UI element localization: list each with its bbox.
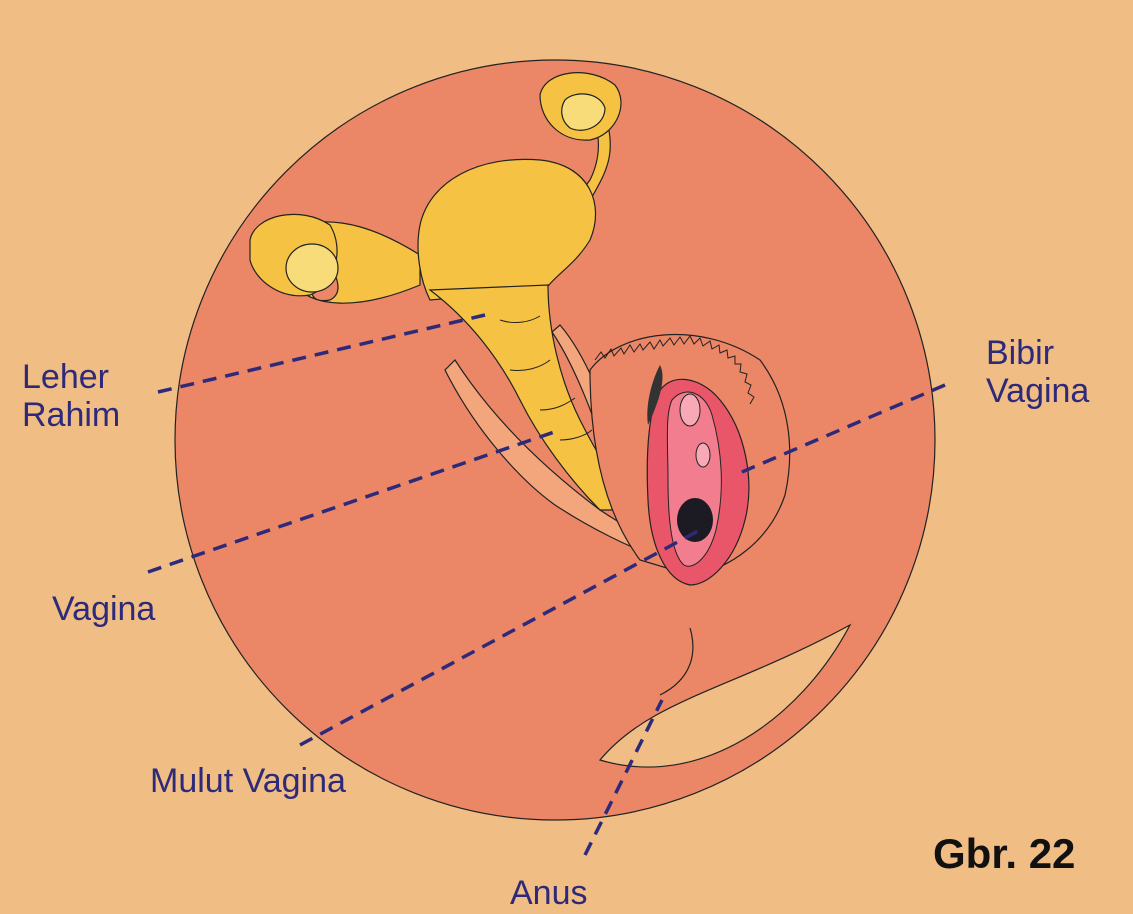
- label-bibir-vagina: Bibir Vagina: [986, 334, 1089, 410]
- label-mulut-vagina: Mulut Vagina: [150, 762, 346, 800]
- label-bibir-vagina-line1: Bibir: [986, 334, 1089, 372]
- figure-title: Gbr. 22: [933, 830, 1075, 878]
- label-leher-rahim-line2: Rahim: [22, 396, 120, 434]
- label-leher-rahim-line1: Leher: [22, 358, 120, 396]
- urethral-opening: [696, 443, 710, 467]
- left-ovary-inner: [286, 244, 338, 292]
- label-vagina: Vagina: [52, 590, 155, 628]
- label-bibir-vagina-line2: Vagina: [986, 372, 1089, 410]
- label-leher-rahim: Leher Rahim: [22, 358, 120, 434]
- vaginal-opening: [677, 498, 713, 542]
- clitoris: [680, 394, 700, 426]
- label-anus: Anus: [510, 874, 588, 912]
